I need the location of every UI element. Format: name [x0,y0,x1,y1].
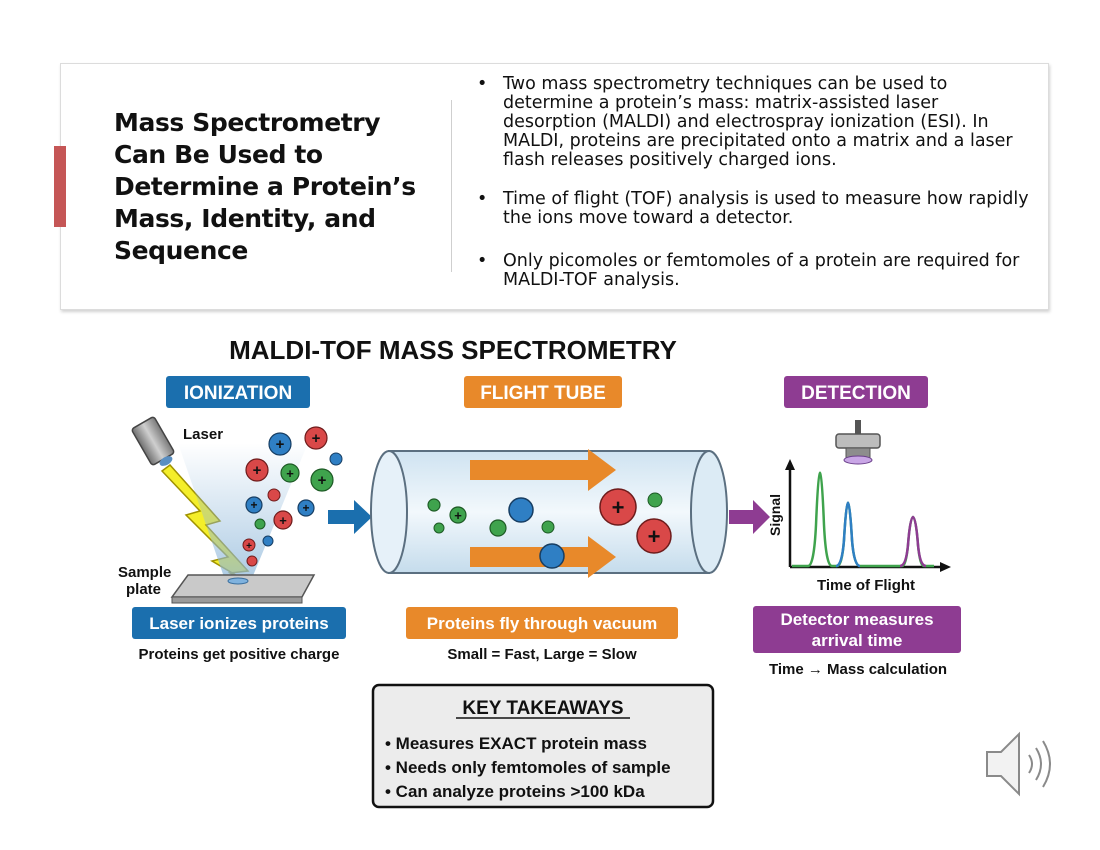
positive-ion-icon [268,432,292,456]
header-card [60,63,1049,310]
key-takeaways-heading: KEY TAKEAWAYS [462,698,623,719]
bullet-text: Time of flight (TOF) analysis is used to… [503,189,1029,228]
bullet-item: • Only picomoles or femtomoles of a prote… [477,252,1037,290]
slide-title: Mass Spectrometry Can Be Used to Determi… [114,108,416,265]
laser-label: Laser [183,426,223,443]
key-takeaway-item: • Needs only femtomoles of sample [385,758,671,777]
flight-tube-ions: + + + [427,488,672,569]
ionization-ions: + + + + + + + + + [242,426,343,567]
ionization-header-box [166,376,310,408]
spectrum-plot: Signal Time of Flight [767,459,951,594]
y-axis-label: Signal [767,494,783,536]
bullet-text: Only picomoles or femtomoles of a protei… [503,251,1020,290]
ionization-caption-box [132,607,346,639]
flight-tube-caption-box [406,607,678,639]
key-takeaways-box: KEY TAKEAWAYS • Measures EXACT protein m… [371,683,715,809]
positive-ion-icon [273,510,293,530]
speaker-audio-icon[interactable] [983,728,1063,800]
ionization-caption: Laser ionizes proteins [149,614,329,633]
detection-subcaption: Time → Mass calculation [769,661,947,678]
svg-text:+: + [279,513,287,528]
detector-icon [835,420,881,465]
detection-header: DETECTION [801,383,911,404]
arrow-to-detector-icon [729,500,770,534]
svg-text:+: + [318,472,327,489]
positive-ion-icon [297,499,315,517]
svg-text:+: + [253,462,262,479]
svg-text:+: + [454,508,462,523]
neutral-ion-icon [329,452,343,466]
spectrum-peak-blue [835,501,861,568]
flight-tube-header: FLIGHT TUBE [480,383,606,404]
neutral-ion-icon [262,535,274,547]
flight-tube-section: FLIGHT TUBE + + + Proteins fly th [370,376,728,663]
card-divider [451,100,452,272]
spectrum-peak-purple [899,515,927,568]
positive-ion-icon [242,538,256,552]
svg-text:+: + [286,466,294,481]
x-axis-label: Time of Flight [817,577,915,594]
detection-caption-line1: Detector measures [780,610,933,629]
ionization-section: IONIZATION Laser Sample plate + + + + [118,376,346,663]
svg-text:+: + [312,430,321,447]
svg-text:+: + [302,501,309,515]
flight-tube-caption: Proteins fly through vacuum [427,614,657,633]
bullet-list: • Two mass spectrometry techniques can be… [477,75,1037,310]
positive-ion-icon [310,468,334,492]
detection-section: DETECTION Signal Time of Flight Detector… [753,376,961,678]
arrow-to-flight-tube-icon [328,500,372,534]
positive-ion-icon [245,458,269,482]
bullet-dot: • [477,74,488,94]
bullet-dot: • [477,189,488,209]
flight-tube-subcaption: Small = Fast, Large = Slow [447,646,637,663]
bullet-item: • Two mass spectrometry techniques can be… [477,75,1037,170]
maldi-tof-diagram: MALDI-TOF MASS SPECTROMETRY IONIZATION L… [118,335,961,809]
sample-plate-label-line2: plate [126,581,161,598]
detection-header-box [784,376,928,408]
positive-ion-icon [280,463,300,483]
svg-text:+: + [612,495,625,520]
svg-text:+: + [276,436,285,453]
ionization-header: IONIZATION [184,383,292,404]
key-takeaway-item: • Can analyze proteins >100 kDa [385,782,645,801]
svg-text:+: + [648,524,661,549]
detection-caption-line2: arrival time [812,631,903,650]
positive-ion-icon [245,496,263,514]
detection-caption-box [753,606,961,653]
svg-text:+: + [246,541,252,552]
laser-device-icon [131,416,175,466]
sample-plate-label-line1: Sample [118,564,171,581]
key-takeaway-item: • Measures EXACT protein mass [385,734,647,753]
neutral-ion-icon [246,555,258,567]
flight-tube-header-box [464,376,622,408]
spectrum-peak-green [792,471,934,568]
accent-bar [54,146,66,227]
ionization-subcaption: Proteins get positive charge [139,646,340,663]
svg-text:+: + [250,498,257,512]
flight-direction-arrow-icon [470,449,616,491]
bullet-item: • Time of flight (TOF) analysis is used t… [477,190,1037,228]
bullet-dot: • [477,251,488,271]
neutral-ion-icon [254,518,266,530]
diagram-title: MALDI-TOF MASS SPECTROMETRY [229,335,677,365]
bullet-text: Two mass spectrometry techniques can be … [503,74,1013,170]
neutral-ion-icon [267,488,281,502]
ion-plume [178,443,308,583]
positive-ion-icon [304,426,328,450]
